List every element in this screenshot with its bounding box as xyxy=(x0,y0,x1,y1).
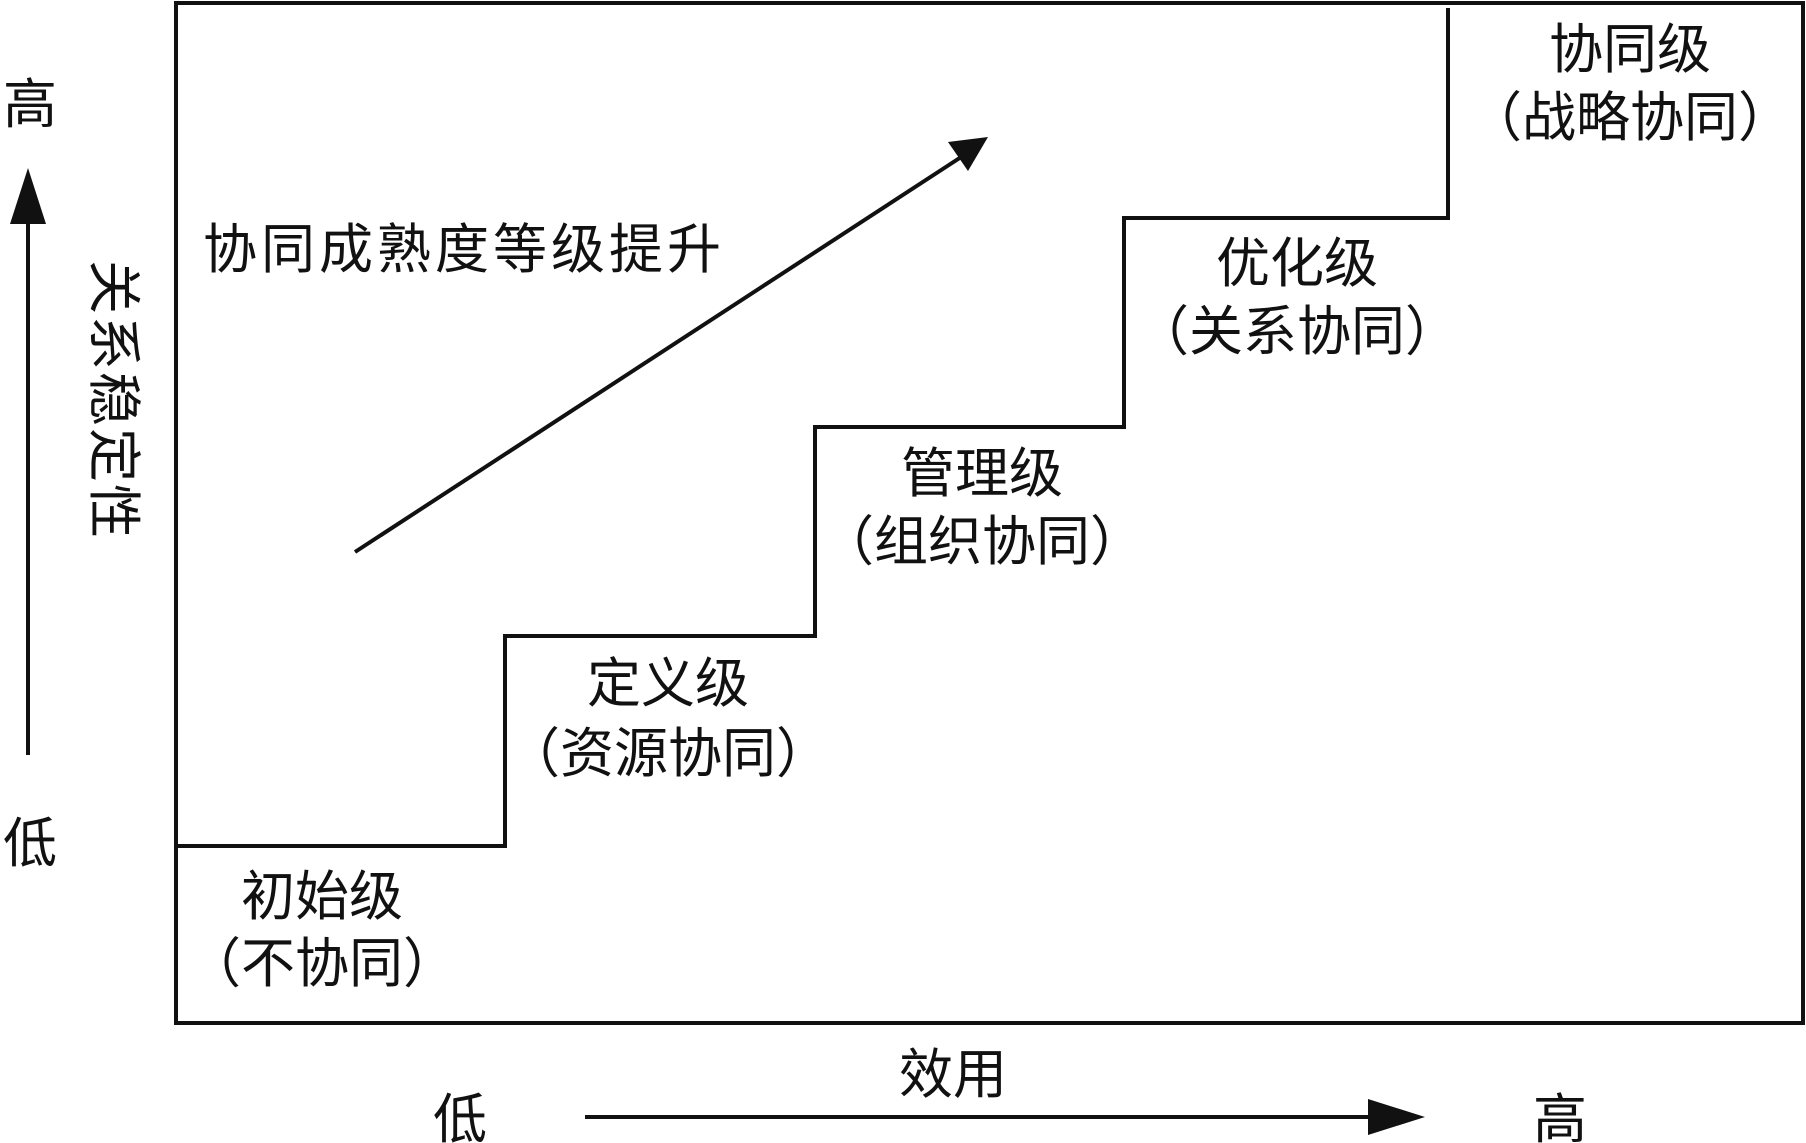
x-axis-arrowhead xyxy=(1368,1099,1425,1135)
level-4-desc: （关系协同） xyxy=(1135,300,1459,363)
level-2-name: 定义级 xyxy=(587,652,749,715)
x-axis-high-label: 高 xyxy=(1533,1088,1587,1143)
y-axis-arrowhead xyxy=(10,168,46,224)
trend-label: 协同成熟度等级提升 xyxy=(203,218,725,281)
level-3-name: 管理级 xyxy=(901,442,1063,505)
trend-arrowhead xyxy=(948,137,988,171)
y-axis-high-label: 高 xyxy=(3,73,57,136)
y-axis-low-label: 低 xyxy=(3,812,57,875)
y-axis-title: 关系稳定性 xyxy=(82,260,145,540)
level-5-name: 协同级 xyxy=(1549,18,1711,81)
plot-frame xyxy=(174,1,1805,1025)
level-1-name: 初始级 xyxy=(241,865,403,928)
x-axis-low-label: 低 xyxy=(433,1088,487,1143)
maturity-staircase xyxy=(176,8,1450,848)
x-axis-title: 效用 xyxy=(899,1043,1007,1106)
level-1-desc: （不协同） xyxy=(187,932,457,995)
trend-arrow xyxy=(353,146,977,554)
level-5-desc: （战略协同） xyxy=(1468,86,1792,149)
level-2-desc: （资源协同） xyxy=(506,722,830,785)
level-3-desc: （组织协同） xyxy=(820,510,1144,573)
level-4-name: 优化级 xyxy=(1216,232,1378,295)
